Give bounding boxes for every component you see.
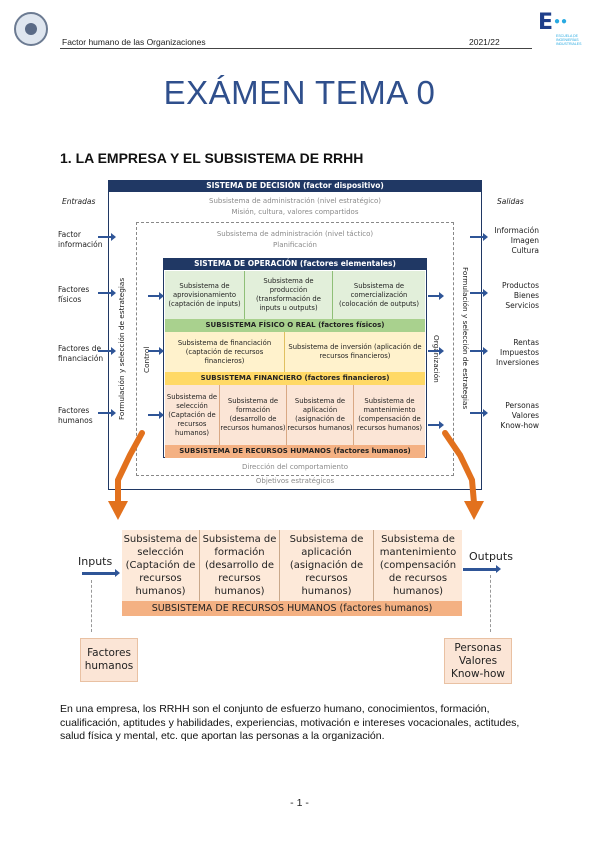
inner-arrow xyxy=(148,292,164,300)
inputs-label: Inputs xyxy=(78,555,113,568)
input-financial: Factores de financiación xyxy=(58,344,104,363)
tactical-dashed-frame xyxy=(136,222,454,476)
hr-detail-selection: Subsistema de selección (Captación de re… xyxy=(122,530,200,601)
inputs-title: Entradas xyxy=(62,197,96,206)
section-heading: 1. LA EMPRESA Y EL SUBSISTEMA DE RRHH xyxy=(60,150,364,166)
hr-detail-training: Subsistema de formación (desarrollo de r… xyxy=(200,530,280,601)
inputs-arrow xyxy=(82,569,120,577)
outputs-title: Salidas xyxy=(497,197,524,206)
physical-cell-production: Subsistema de producción (transformación… xyxy=(245,271,333,319)
school-logo-letter: E xyxy=(538,10,554,35)
output-information: Información Imagen Cultura xyxy=(494,226,539,255)
output-arrow xyxy=(470,289,488,297)
hr-cell-selection: Subsistema de selección (Captación de re… xyxy=(165,385,220,445)
people-values-box: Personas Valores Know-how xyxy=(444,638,512,684)
input-arrow xyxy=(98,347,116,355)
body-paragraph: En una empresa, los RRHH son el conjunto… xyxy=(60,703,520,742)
left-dotted-guide xyxy=(91,580,92,632)
admin-tactical-label: Subsistema de administración (nivel táct… xyxy=(216,230,374,238)
objectives-label: Objetivos estratégicos xyxy=(255,477,335,485)
output-products: Productos Bienes Servicios xyxy=(502,281,539,310)
company-system-diagram: SISTEMA DE DECISIÓN (factor dispositivo)… xyxy=(58,180,539,684)
left-strategy-vertical: Formulación y selección de estrategias xyxy=(117,277,126,420)
right-orange-arrowhead xyxy=(464,501,484,520)
right-orange-arrow xyxy=(442,430,477,506)
inner-arrow xyxy=(428,421,444,429)
inner-arrow xyxy=(148,347,164,355)
hr-detail-bar: SUBSISTEMA DE RECURSOS HUMANOS (factores… xyxy=(122,601,462,616)
outputs-arrow xyxy=(463,565,501,573)
output-income: Rentas Impuestos Inversiones xyxy=(496,338,539,367)
school-logo-dots: ●● xyxy=(554,16,569,27)
right-dotted-guide xyxy=(490,575,491,632)
course-name: Factor humano de las Organizaciones xyxy=(62,37,206,47)
decision-bar: SISTEMA DE DECISIÓN (factor dispositivo) xyxy=(108,180,482,192)
hr-cell-training: Subsistema de formación (desarrollo de r… xyxy=(220,385,287,445)
input-physical: Factores físicos xyxy=(58,285,90,304)
output-arrow xyxy=(470,409,488,417)
header-divider xyxy=(60,48,532,49)
financial-cell-financing: Subsistema de financiación (captación de… xyxy=(165,332,285,372)
school-logo-text: ESCUELA DE INGENIERÍAS INDUSTRIALES xyxy=(556,34,582,46)
hr-cell-application: Subsistema de aplicación (asignación de … xyxy=(287,385,354,445)
hr-detail-application: Subsistema de aplicación (asignación de … xyxy=(280,530,374,601)
right-strategy-vertical: Formulación y selección de estrategias xyxy=(461,267,470,410)
physical-cell-commercialization: Subsistema de comercialización (colocaci… xyxy=(333,271,425,319)
input-human: Factores humanos xyxy=(58,406,93,425)
physical-cell-procurement: Subsistema de aprovisionamiento (captaci… xyxy=(165,271,245,319)
organization-vertical: Organización xyxy=(432,335,441,383)
financial-bar: SUBSISTEMA FINANCIERO (factores financie… xyxy=(165,372,425,385)
output-people: Personas Valores Know-how xyxy=(500,401,539,430)
left-orange-arrowhead xyxy=(108,501,128,520)
left-orange-arrow xyxy=(115,430,145,506)
output-arrow xyxy=(470,233,488,241)
inner-arrow xyxy=(428,347,444,355)
input-arrow xyxy=(98,233,116,241)
planning-label: Planificación xyxy=(273,241,317,249)
admin-strategic-label: Subsistema de administración (nivel estr… xyxy=(209,197,381,205)
outputs-label: Outputs xyxy=(469,550,513,563)
zoom-arrows xyxy=(108,430,484,520)
human-factors-box: Factores humanos xyxy=(80,638,138,682)
input-arrow xyxy=(98,289,116,297)
academic-year: 2021/22 xyxy=(469,37,500,47)
school-logo: E ●● ESCUELA DE INGENIERÍAS INDUSTRIALES xyxy=(538,12,590,48)
financial-cell-investment: Subsistema de inversión (aplicación de r… xyxy=(285,332,425,372)
hr-cell-maintenance: Subsistema de mantenimiento (compensació… xyxy=(354,385,425,445)
page-title: EXÁMEN TEMA 0 xyxy=(163,74,436,111)
behaviour-label: Dirección del comportamiento xyxy=(242,463,348,471)
input-arrow xyxy=(98,409,116,417)
inner-arrow xyxy=(148,411,164,419)
university-seal-logo xyxy=(14,12,48,46)
mission-label: Misión, cultura, valores compartidos xyxy=(231,208,359,216)
hr-bar: SUBSISTEMA DE RECURSOS HUMANOS (factores… xyxy=(165,445,425,458)
input-information: Factor información xyxy=(58,230,103,249)
operation-bar: SISTEMA DE OPERACIÓN (factores elemental… xyxy=(163,258,427,270)
inner-arrow xyxy=(428,292,444,300)
physical-bar: SUBSISTEMA FÍSICO O REAL (factores físic… xyxy=(165,319,425,332)
hr-detail-maintenance: Subsistema de mantenimiento (compensació… xyxy=(374,530,462,601)
page-number: - 1 - xyxy=(290,797,309,809)
output-arrow xyxy=(470,347,488,355)
